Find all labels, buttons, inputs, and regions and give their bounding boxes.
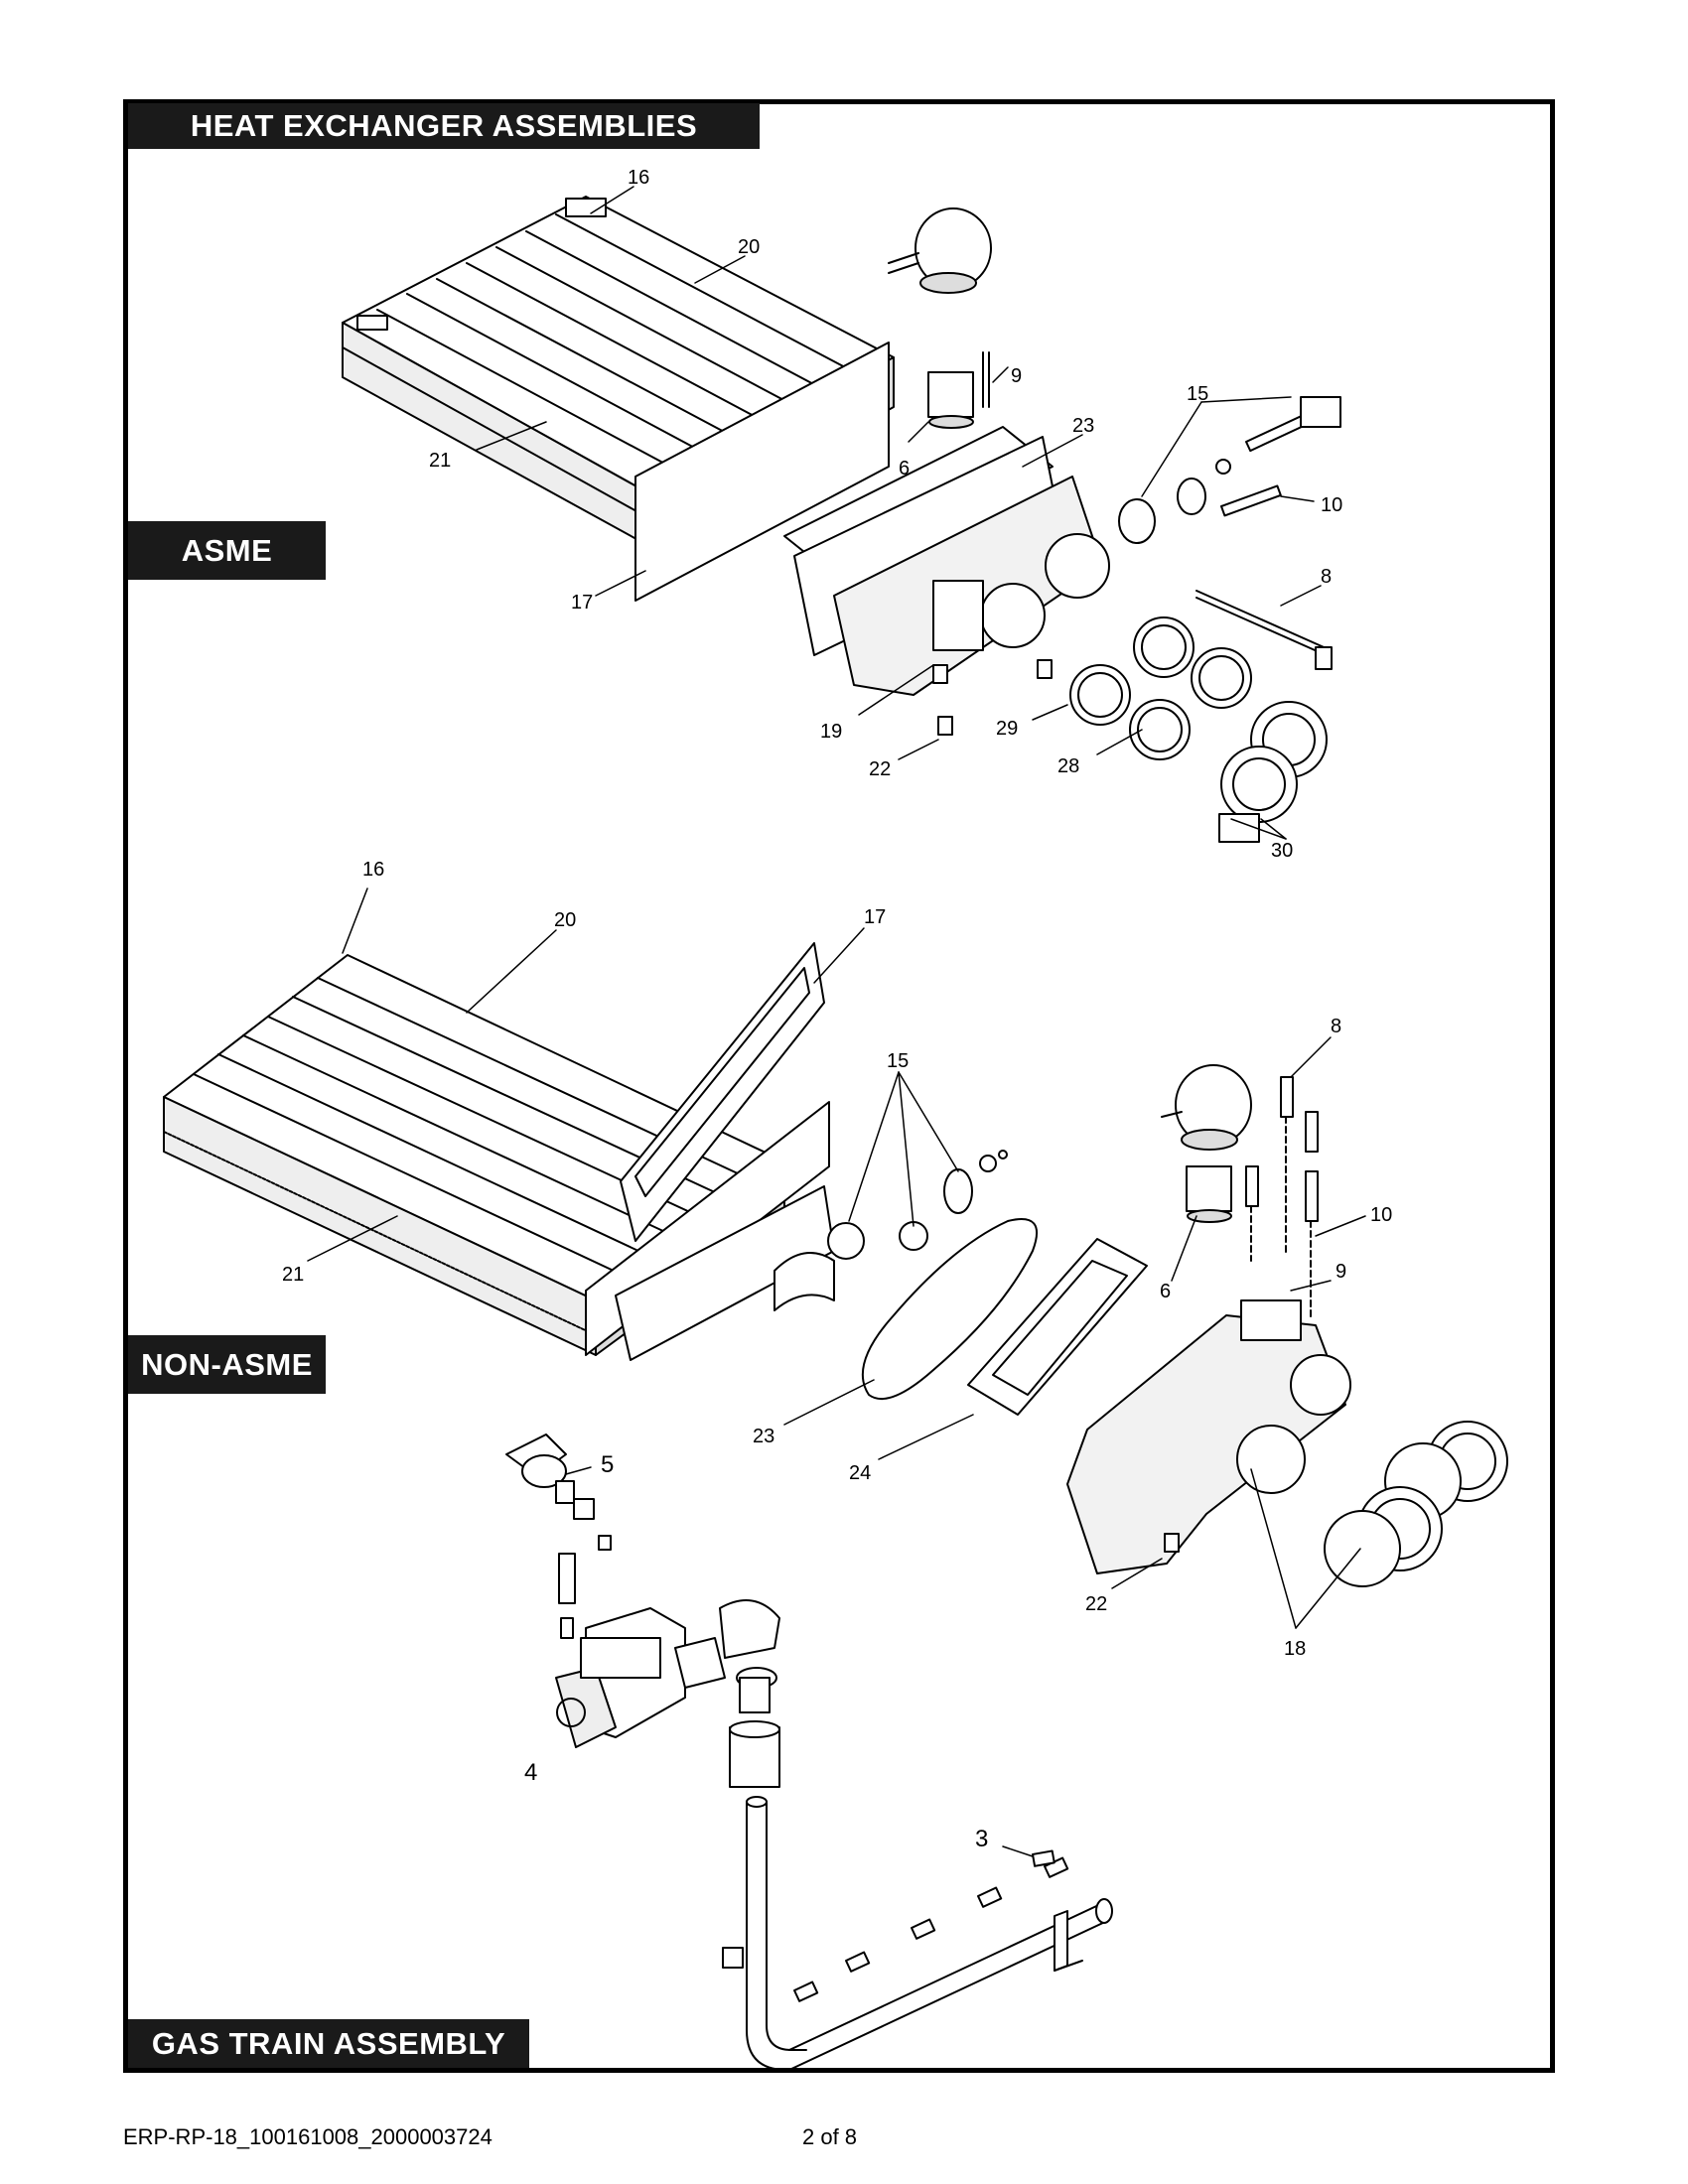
nonasme-o-ring bbox=[861, 1218, 1038, 1400]
callout-8: 8 bbox=[1331, 1016, 1341, 1037]
callout-9: 9 bbox=[1011, 365, 1022, 387]
asme-sensors bbox=[1196, 484, 1333, 670]
asme-relief-valve bbox=[1118, 396, 1341, 544]
nonasme-sensor-and-switch bbox=[1186, 1165, 1232, 1223]
page-number: 2 of 8 bbox=[802, 2124, 858, 2149]
callout-20: 20 bbox=[738, 236, 760, 258]
gas-train-nipple bbox=[558, 1553, 576, 1639]
asme-air-pressure-switch bbox=[888, 207, 992, 294]
asme-manifold bbox=[833, 476, 1110, 696]
callout-8: 8 bbox=[1321, 566, 1332, 588]
callout-4: 4 bbox=[524, 1759, 537, 1786]
callout-30: 30 bbox=[1271, 840, 1293, 862]
callout-23: 23 bbox=[1072, 415, 1094, 437]
callout-6: 6 bbox=[899, 458, 910, 479]
callout-17: 17 bbox=[864, 906, 886, 928]
nonasme-sensors bbox=[1245, 1076, 1319, 1321]
asme-sensor-and-switch bbox=[927, 351, 990, 429]
gas-train-union bbox=[729, 1720, 780, 1788]
gas-manifold-pipe bbox=[722, 1796, 1113, 2071]
nonasme-callouts: 16 20 17 15 8 10 9 6 21 23 24 22 18 bbox=[282, 859, 1392, 1660]
callout-15: 15 bbox=[887, 1050, 909, 1072]
gas-train-elbow bbox=[674, 1599, 780, 1713]
document-id: ERP-RP-18_100161008_2000003724 bbox=[123, 2124, 492, 2149]
section-heading-heat-exchanger: HEAT EXCHANGER ASSEMBLIES bbox=[128, 103, 760, 149]
callout-10: 10 bbox=[1370, 1204, 1392, 1226]
nonasme-relief-valve bbox=[774, 1150, 1008, 1311]
nonasme-fitting bbox=[1164, 1533, 1180, 1553]
callout-6: 6 bbox=[1160, 1281, 1171, 1302]
asme-callouts: 16 20 9 15 23 6 10 21 17 8 19 29 22 28 3… bbox=[429, 167, 1342, 862]
callout-22: 22 bbox=[869, 758, 891, 780]
asme-fittings bbox=[932, 659, 1053, 736]
callout-17: 17 bbox=[571, 592, 593, 614]
callout-28: 28 bbox=[1057, 755, 1079, 777]
nonasme-air-pressure-switch bbox=[1161, 1064, 1252, 1151]
section-heading-asme: ASME bbox=[128, 521, 326, 580]
gas-valve bbox=[555, 1607, 686, 1748]
callout-16: 16 bbox=[628, 167, 649, 189]
nonasme-gasket-plate bbox=[620, 942, 825, 1242]
gas-train-pressure-switch bbox=[505, 1433, 612, 1551]
nonasme-heat-exchanger bbox=[163, 954, 835, 1361]
callout-24: 24 bbox=[849, 1462, 871, 1484]
callout-18: 18 bbox=[1284, 1638, 1306, 1660]
gas-leader-lines bbox=[565, 1466, 1034, 1857]
nonasme-manifold bbox=[1066, 1299, 1351, 1574]
nonasme-leader-lines bbox=[307, 887, 1366, 1629]
callout-21: 21 bbox=[282, 1264, 304, 1286]
callout-22: 22 bbox=[1085, 1593, 1107, 1615]
nonasme-flange-gasket bbox=[967, 1238, 1148, 1416]
nonasme-unions bbox=[1324, 1421, 1508, 1587]
callout-20: 20 bbox=[554, 909, 576, 931]
callout-3: 3 bbox=[975, 1826, 988, 1852]
callout-29: 29 bbox=[996, 718, 1018, 740]
gas-orifices bbox=[793, 1849, 1069, 2002]
asme-heat-exchanger bbox=[342, 196, 895, 602]
callout-5: 5 bbox=[601, 1451, 614, 1478]
section-heading-non-asme: NON-ASME bbox=[128, 1335, 326, 1394]
callout-9: 9 bbox=[1336, 1261, 1346, 1283]
callout-23: 23 bbox=[753, 1426, 774, 1447]
page-frame bbox=[123, 99, 1555, 2073]
asme-leader-lines bbox=[476, 186, 1322, 840]
callout-10: 10 bbox=[1321, 494, 1342, 516]
asme-seals-and-flanges bbox=[1069, 616, 1328, 843]
callout-19: 19 bbox=[820, 721, 842, 743]
section-heading-gas-train: GAS TRAIN ASSEMBLY bbox=[128, 2019, 529, 2068]
callout-21: 21 bbox=[429, 450, 451, 472]
gas-callouts: 5 4 3 bbox=[524, 1451, 988, 1852]
callout-16: 16 bbox=[362, 859, 384, 881]
callout-15: 15 bbox=[1187, 383, 1208, 405]
